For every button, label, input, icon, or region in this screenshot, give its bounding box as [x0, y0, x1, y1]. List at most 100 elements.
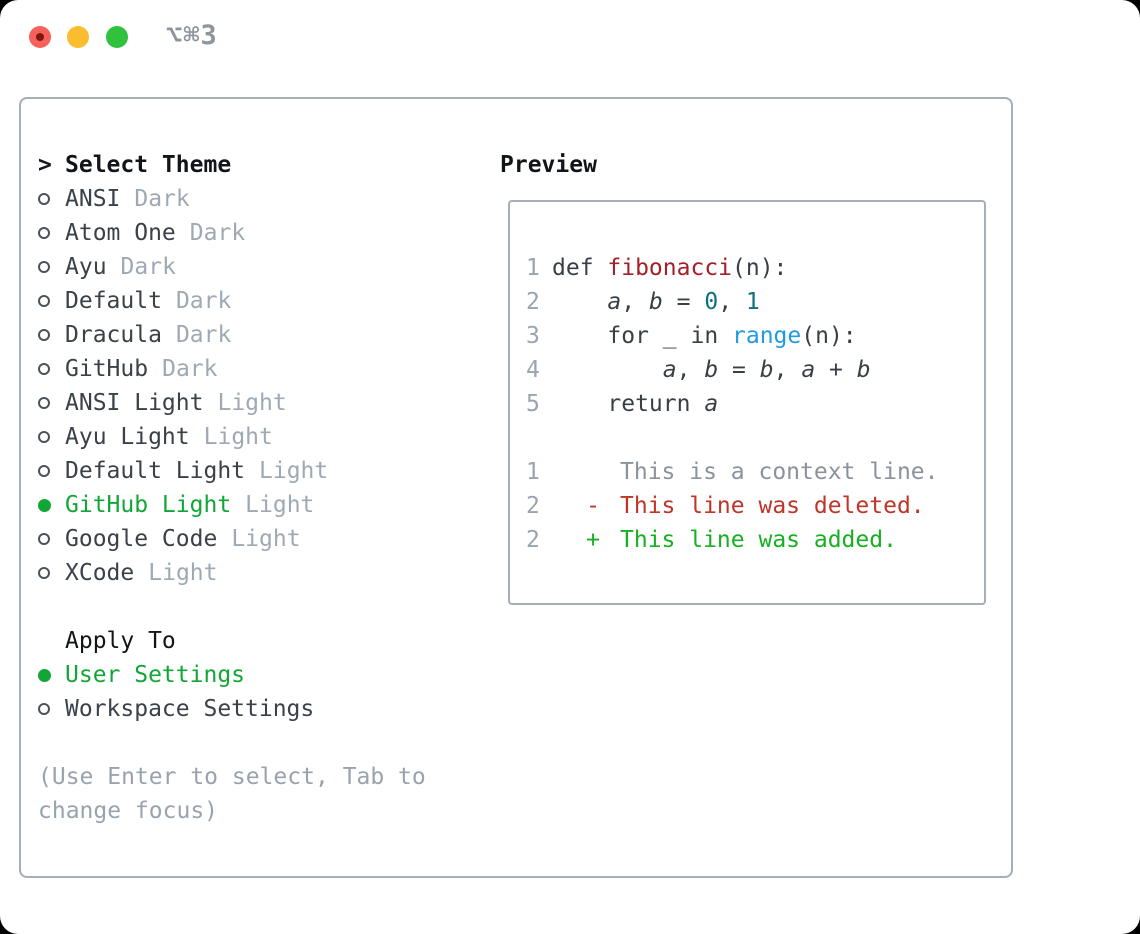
code-line: 3 for _ in range (n): [526, 319, 984, 353]
code-token: a [607, 289, 622, 315]
radio-icon [38, 329, 65, 341]
code-token: , [773, 357, 802, 383]
code-token: (n): [801, 323, 857, 349]
diff-text: This is a context line. [620, 459, 939, 485]
theme-option[interactable]: GitHub Dark [38, 352, 468, 386]
theme-tag: Dark [175, 322, 232, 348]
title-bar: ⌥⌘3 [0, 0, 1140, 74]
theme-option[interactable]: ANSI Light Light [38, 386, 468, 420]
theme-name: Ayu Light [65, 424, 190, 450]
diff-added-line: 2 + This line was added. [526, 523, 984, 557]
diff-context-line: 1 This is a context line. [526, 455, 984, 489]
theme-option[interactable]: ANSI Dark [38, 182, 468, 216]
radio-icon [38, 227, 65, 239]
zoom-button[interactable] [106, 26, 128, 48]
theme-name: ANSI [65, 186, 121, 212]
theme-tag: Dark [175, 288, 232, 314]
apply-option-user-settings[interactable]: User Settings [38, 658, 468, 692]
diff-deleted-line: 2 - This line was deleted. [526, 489, 984, 523]
code-line: 2 a , b = 0 , 1 [526, 285, 984, 319]
radio-icon [38, 465, 65, 477]
theme-name: ANSI Light [65, 390, 204, 416]
diff-text: This line was deleted. [620, 493, 925, 519]
code-line: 4 a , b = b , a + b [526, 353, 984, 387]
theme-option[interactable]: Dracula Dark [38, 318, 468, 352]
code-token: a [801, 357, 816, 383]
theme-option[interactable]: Atom One Dark [38, 216, 468, 250]
theme-tag: Light [148, 560, 218, 586]
code-line: 1 def fibonacci (n): [526, 251, 984, 285]
preview-pane: Preview 1 def fibonacci (n): 2 a , b = 0 [500, 148, 986, 605]
theme-option[interactable]: XCode Light [38, 556, 468, 590]
theme-name: GitHub [65, 356, 149, 382]
code-token: , [718, 289, 746, 315]
blank-line [526, 421, 984, 455]
theme-option[interactable]: Ayu Dark [38, 250, 468, 284]
theme-name: Ayu [65, 254, 107, 280]
theme-name: XCode [65, 560, 135, 586]
theme-tag: Light [259, 458, 329, 484]
code-token: = [662, 289, 705, 315]
radio-icon [38, 703, 65, 715]
diff-plus-icon: + [586, 527, 600, 553]
radio-icon [38, 397, 65, 409]
diff-minus-icon: - [586, 493, 600, 519]
apply-to-title: Apply To [65, 628, 176, 654]
code-token: , [676, 357, 705, 383]
theme-tag: Light [231, 526, 301, 552]
theme-tag: Light [245, 492, 315, 518]
window-title: ⌥⌘3 [166, 20, 218, 51]
theme-option[interactable]: GitHub Light Light [38, 488, 468, 522]
line-number: 1 [526, 459, 540, 485]
preview-box: 1 def fibonacci (n): 2 a , b = 0 , 1 [508, 200, 986, 605]
line-number: 2 [526, 493, 540, 519]
radio-icon [38, 261, 65, 273]
line-number: 5 [526, 391, 540, 417]
line-number: 2 [526, 289, 540, 315]
theme-tag: Dark [162, 356, 218, 382]
theme-list-header: > Select Theme [38, 148, 468, 182]
theme-option[interactable]: Default Light Light [38, 454, 468, 488]
theme-list-title: Select Theme [65, 152, 232, 178]
radio-icon [38, 295, 65, 307]
code-token: b [759, 357, 774, 383]
theme-option[interactable]: Default Dark [38, 284, 468, 318]
code-token: b [648, 289, 663, 315]
radio-icon [38, 533, 65, 545]
diff-text: This line was added. [620, 527, 897, 553]
radio-icon [38, 498, 65, 512]
theme-list: > Select Theme ANSI Dark Atom One Dark A… [38, 148, 468, 828]
line-number: 1 [526, 255, 540, 281]
code-token: , [621, 289, 649, 315]
close-button[interactable] [29, 26, 51, 48]
code-token: fibonacci [607, 255, 733, 281]
code-token: (n): [732, 255, 788, 281]
preview-title: Preview [500, 152, 597, 178]
code-token: return [552, 391, 705, 417]
theme-tag: Dark [134, 186, 190, 212]
prompt-icon: > [38, 152, 52, 178]
code-token [552, 353, 663, 387]
code-token: 0 [704, 289, 719, 315]
theme-tag: Light [217, 390, 287, 416]
apply-option-label: User Settings [65, 662, 246, 688]
theme-name: Google Code [65, 526, 218, 552]
theme-tag: Dark [120, 254, 176, 280]
theme-option[interactable]: Google Code Light [38, 522, 468, 556]
apply-option-workspace-settings[interactable]: Workspace Settings [38, 692, 468, 726]
theme-name: Default [65, 288, 162, 314]
theme-option[interactable]: Ayu Light Light [38, 420, 468, 454]
code-token: a [662, 357, 677, 383]
line-number: 3 [526, 323, 540, 349]
theme-name: Default Light [65, 458, 246, 484]
radio-icon [38, 193, 65, 205]
code-token: for _ in [552, 323, 733, 349]
theme-tag: Dark [189, 220, 246, 246]
line-number: 4 [526, 357, 540, 383]
theme-tag: Light [203, 424, 273, 450]
code-token: = [718, 357, 760, 383]
radio-icon [38, 668, 65, 682]
minimize-button[interactable] [67, 26, 89, 48]
code-token: range [732, 323, 802, 349]
